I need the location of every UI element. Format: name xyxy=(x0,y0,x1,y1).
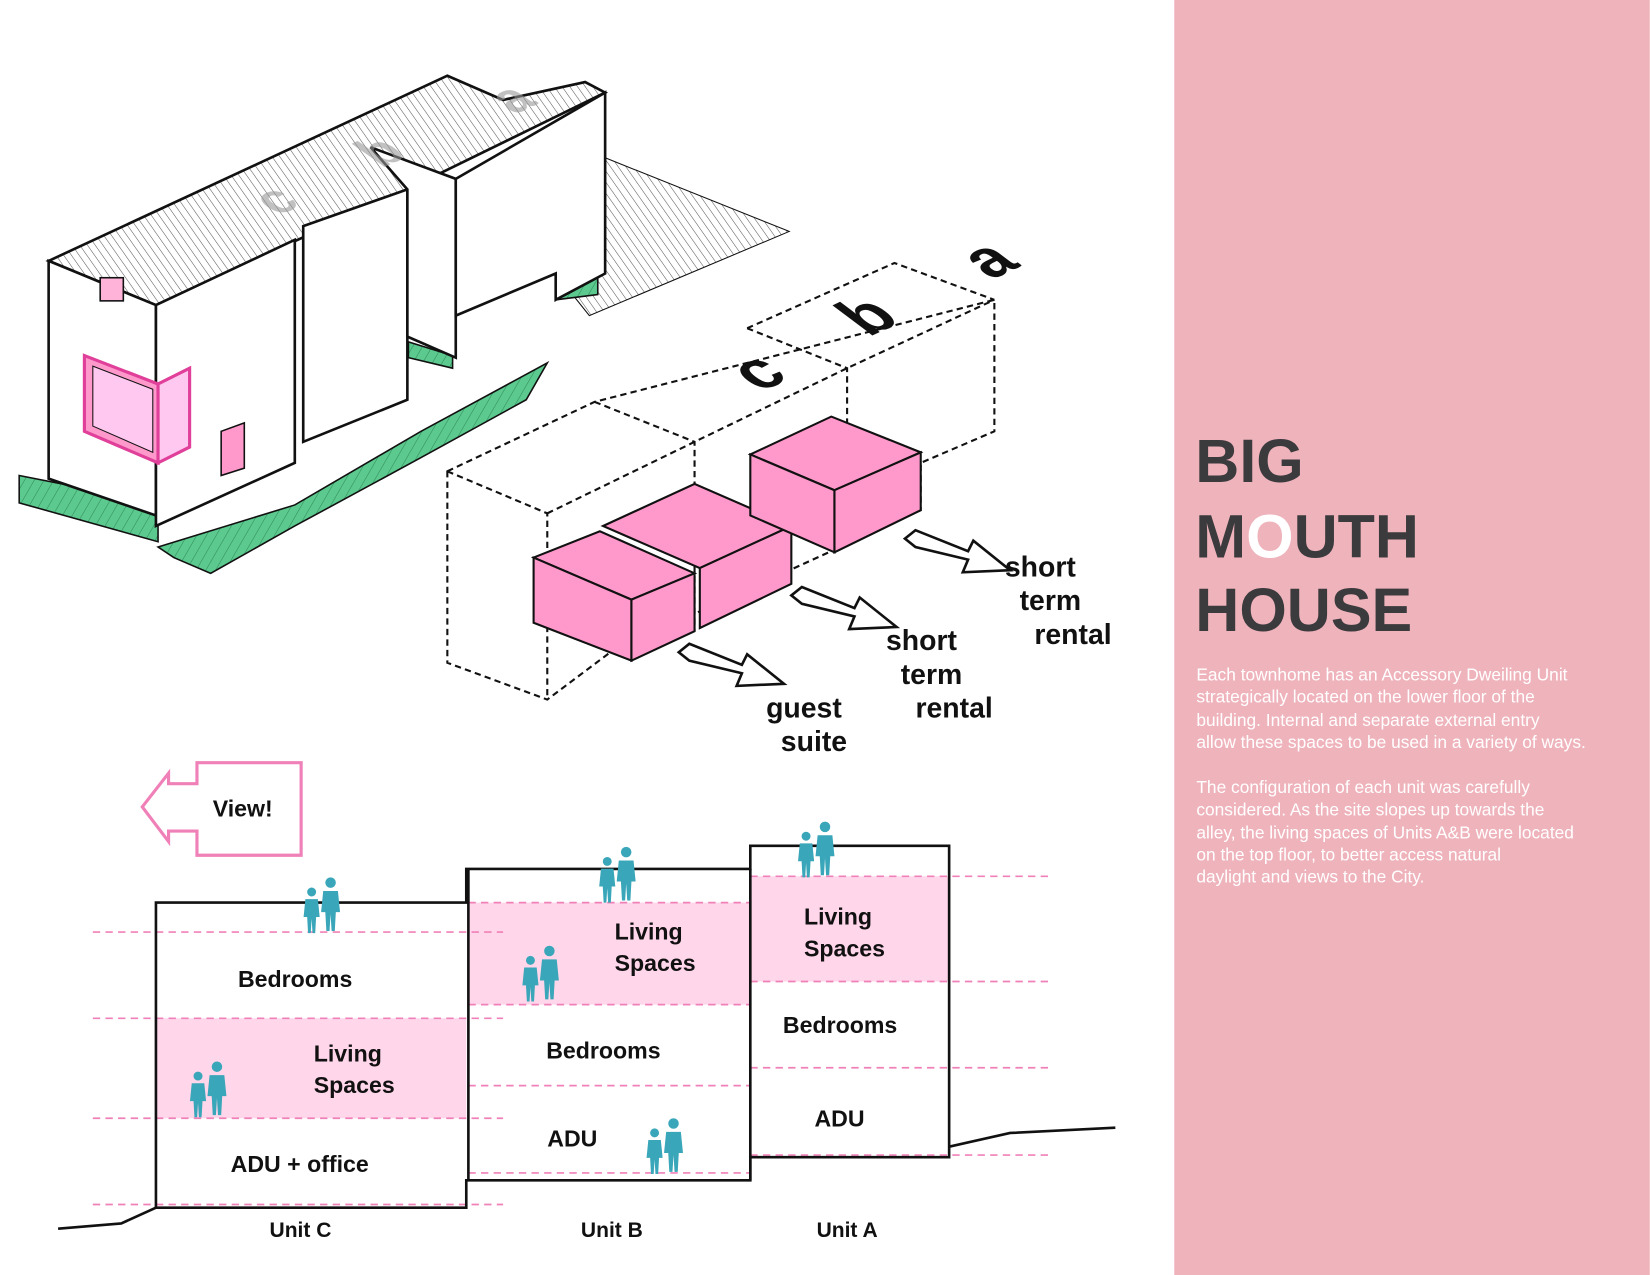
description-line: daylight and views to the City. xyxy=(1196,867,1424,887)
unit-b-living-label: Spaces xyxy=(615,950,696,976)
unit-letter-a: a xyxy=(941,228,1034,289)
title-line-2: MOUTH xyxy=(1195,503,1419,571)
description-line: allow these spaces to be used in a varie… xyxy=(1196,732,1585,752)
people-icon xyxy=(798,822,834,878)
unit-a-living-label: Spaces xyxy=(804,935,885,961)
description-line: strategically located on the lower floor… xyxy=(1196,687,1534,707)
use-label: rental xyxy=(915,692,992,724)
arrow-icon xyxy=(789,585,901,631)
use-label: suite xyxy=(781,726,847,758)
unit-c-living-label: Living xyxy=(314,1040,382,1066)
description-line: The configuration of each unit was caref… xyxy=(1196,777,1530,797)
use-label: term xyxy=(901,659,963,691)
use-label: short xyxy=(886,625,958,657)
use-arrows xyxy=(676,528,1014,688)
unit-c-adu-label: ADU + office xyxy=(231,1151,369,1177)
project-title: BIG MOUTH HOUSE xyxy=(1195,427,1419,644)
people-icon xyxy=(304,877,340,933)
section-outline xyxy=(154,844,951,1209)
section-diagram: Bedrooms Living Spaces ADU + office Livi… xyxy=(57,822,1116,1242)
description-line: on the top floor, to better access natur… xyxy=(1196,845,1501,865)
unit-b-adu-label: ADU xyxy=(547,1126,597,1152)
info-panel xyxy=(1174,0,1650,1275)
unit-b-bedrooms-label: Bedrooms xyxy=(546,1037,660,1063)
unit-letter-b: b xyxy=(819,284,915,346)
people-icon xyxy=(647,1118,683,1174)
entry-door xyxy=(220,421,246,477)
view-callout: View! xyxy=(140,761,303,857)
description-line: considered. As the site slopes up toward… xyxy=(1196,799,1544,819)
description: Each townhome has an Accessory Dweiling … xyxy=(1196,665,1585,887)
arrow-icon xyxy=(676,642,788,688)
unit-c-label: Unit C xyxy=(270,1219,332,1242)
unit-a-adu-label: ADU xyxy=(814,1106,864,1132)
description-line: building. Internal and separate external… xyxy=(1196,710,1540,730)
people-icon xyxy=(599,847,635,903)
use-label: guest xyxy=(766,692,842,724)
unit-a-bedrooms-label: Bedrooms xyxy=(783,1012,897,1038)
title-line-1: BIG xyxy=(1195,427,1303,495)
view-label: View! xyxy=(213,795,273,821)
side-lawn xyxy=(156,360,550,575)
arrow-left-icon xyxy=(140,761,303,857)
unit-c-bedrooms-label: Bedrooms xyxy=(238,966,352,992)
use-label: term xyxy=(1020,585,1082,617)
unit-a-label: Unit A xyxy=(817,1219,878,1242)
unit-b-label: Unit B xyxy=(581,1219,643,1242)
side-facade-a xyxy=(454,90,607,318)
description-line: alley, the living spaces of Units A&B we… xyxy=(1196,822,1574,842)
unit-volumes: c b a guest suite short term rental shor… xyxy=(446,228,1112,758)
title-line-3: HOUSE xyxy=(1195,576,1412,644)
use-label: rental xyxy=(1034,619,1111,651)
unit-b-living-label: Living xyxy=(615,918,683,944)
unit-c-living-label: Spaces xyxy=(314,1072,395,1098)
use-label: short xyxy=(1005,551,1077,583)
arrow-icon xyxy=(902,528,1014,574)
unit-a-living-label: Living xyxy=(804,904,872,930)
description-line: Each townhome has an Accessory Dweiling … xyxy=(1196,665,1567,685)
side-facade-b xyxy=(301,187,409,444)
unit-letter-c: c xyxy=(710,340,803,401)
unit-b-adu-volume xyxy=(698,524,793,630)
building-axonometric: c b a xyxy=(18,74,791,575)
